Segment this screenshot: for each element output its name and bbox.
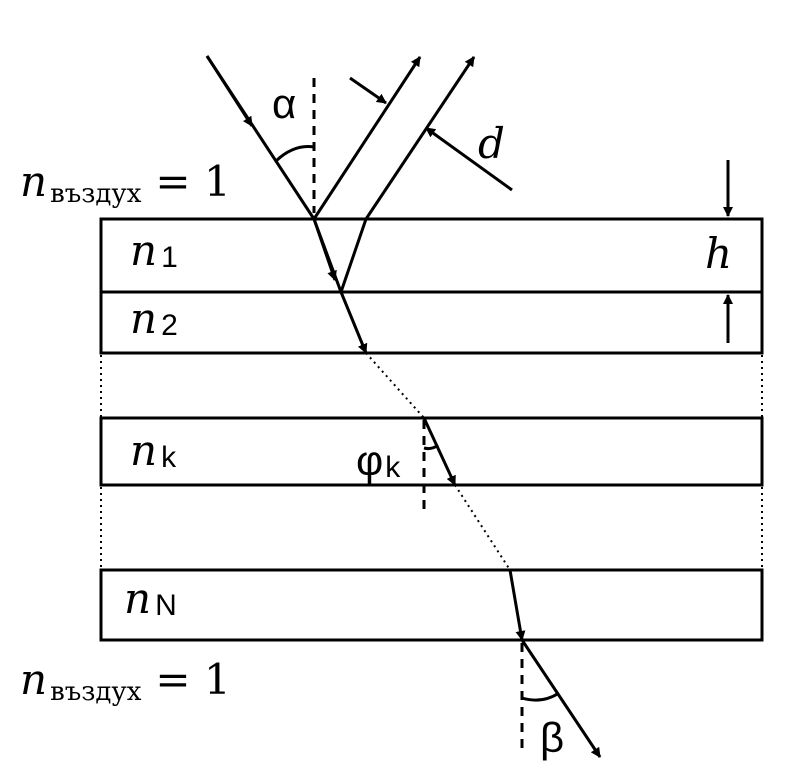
layer-N bbox=[99, 568, 764, 642]
label-alpha: α bbox=[272, 80, 296, 127]
layer-2 bbox=[99, 290, 764, 355]
layer-k bbox=[99, 416, 764, 487]
reflected-ray-2 bbox=[364, 56, 476, 220]
label-d: d bbox=[478, 119, 505, 168]
label-phi-k: φk bbox=[356, 437, 401, 484]
alpha-arc bbox=[274, 145, 315, 163]
beta-arc bbox=[521, 691, 560, 702]
internal-reflected-ray bbox=[339, 218, 368, 293]
label-beta: β bbox=[540, 714, 564, 761]
refracted-ray-layer-2 bbox=[339, 291, 368, 354]
exit-ray bbox=[520, 639, 602, 758]
refracted-ray-layer-k bbox=[422, 417, 457, 486]
refracted-ray-layer-N bbox=[508, 569, 526, 641]
refracted-ray-layer-1-arrow bbox=[312, 218, 337, 281]
incident-ray-arrow bbox=[205, 55, 254, 127]
d-arrow-lower bbox=[425, 126, 513, 192]
d-arrow-upper bbox=[349, 76, 387, 105]
reflected-ray-1 bbox=[312, 56, 422, 220]
phi-arc bbox=[423, 443, 439, 451]
layer-1 bbox=[99, 217, 764, 294]
omitted-layers-dots bbox=[100, 352, 763, 571]
label-h: h bbox=[705, 229, 732, 278]
